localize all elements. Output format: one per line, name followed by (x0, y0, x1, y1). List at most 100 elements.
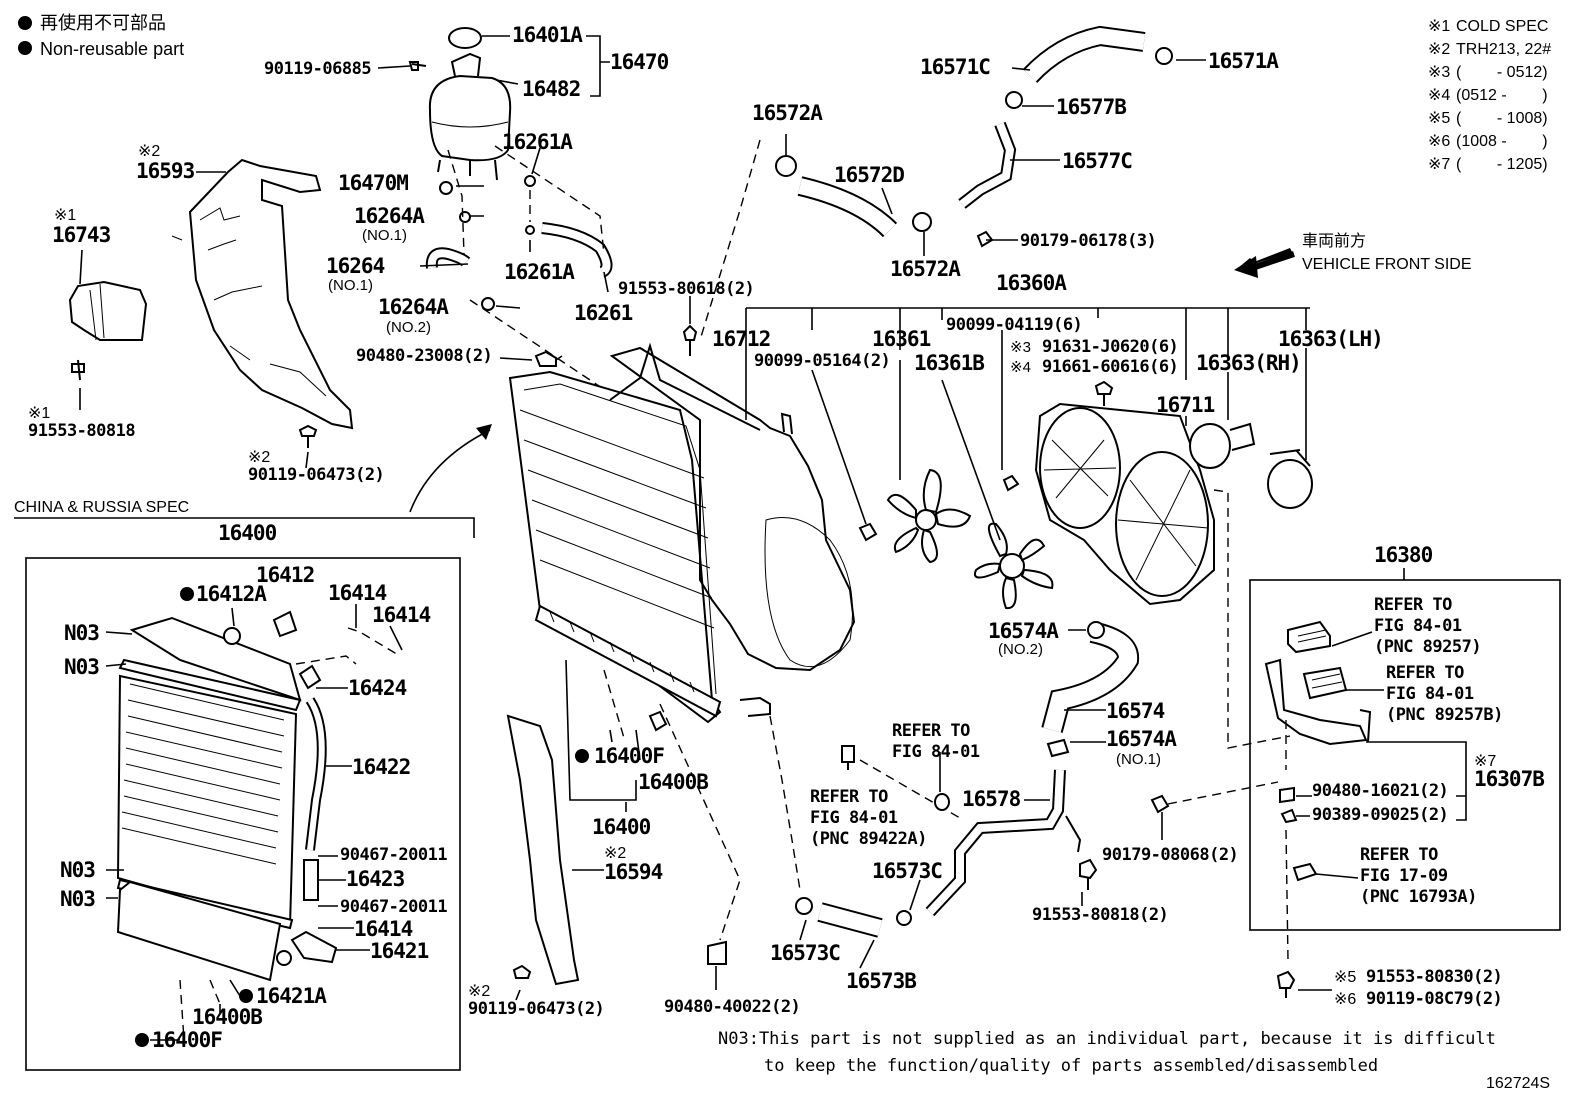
part-label: 16412 (256, 563, 314, 587)
part-label: 16571A (1208, 49, 1279, 73)
reference-label: REFER TO (1374, 595, 1452, 615)
part-label: 16261A (502, 130, 573, 154)
clamp-icon (896, 910, 912, 926)
figure-id: 162724S (1486, 1075, 1550, 1092)
non-reusable-bullet-icon (135, 1033, 149, 1047)
part-label: 90099-04119(6) (946, 315, 1082, 335)
reference-label: REFER TO (810, 787, 888, 807)
part-label: 16400 (218, 521, 277, 545)
spec-mark: ※5 (1334, 969, 1356, 986)
bolt-icon (1094, 380, 1114, 406)
clamp-icon (1155, 47, 1173, 65)
nut-icon (858, 522, 878, 542)
part-label: 16482 (522, 77, 580, 101)
note-mark: ※2 (1428, 41, 1450, 58)
bracket-icon (68, 280, 148, 341)
bullet-icon (18, 41, 32, 55)
reservoir-tank-icon (428, 27, 512, 181)
part-label: 16414 (372, 603, 431, 627)
part-label: 16470M (338, 171, 408, 195)
part-label: 16261A (504, 260, 575, 284)
part-label: 16380 (1374, 543, 1433, 567)
spec-mark: ※2 (138, 143, 160, 160)
part-label: 16424 (348, 676, 407, 700)
part-label: 90467-20011 (340, 845, 447, 865)
sensor-icon (841, 745, 855, 770)
gasket-icon (223, 627, 241, 645)
note-text: ( - 0512) (1456, 64, 1548, 81)
plate-icon (1292, 862, 1318, 882)
part-label: 16572A (890, 257, 961, 281)
footnote-line2: to keep the function/quality of parts as… (764, 1056, 1378, 1076)
note-text: (0512 - ) (1456, 87, 1548, 104)
part-label: 16400B (192, 1005, 262, 1029)
part-label: 91661-60616(6) (1042, 357, 1178, 377)
part-label: 16360A (996, 271, 1067, 295)
part-label: 90179-06178(3) (1020, 231, 1156, 251)
legend-en: Non-reusable part (40, 39, 184, 59)
part-label: 91553-80618(2) (618, 279, 754, 299)
non-reusable-bullet-icon (239, 989, 253, 1003)
reference-label: FIG 84-01 (892, 742, 980, 762)
reference-label: (PNC 89257) (1374, 637, 1481, 657)
drain-cock-icon (290, 930, 338, 964)
part-label: 90119-06473(2) (248, 465, 384, 485)
grommet-icon (1279, 786, 1295, 804)
relay-block-icon (1302, 666, 1348, 700)
nut-icon (1280, 808, 1298, 824)
part-label: 90119-06885 (264, 59, 371, 79)
grommet-icon (534, 350, 557, 367)
note-mark: ※4 (1428, 87, 1450, 104)
part-label: 16573C (770, 941, 840, 965)
part-label: 16421 (370, 939, 429, 963)
part-sub: (NO.2) (998, 641, 1043, 658)
note-mark: ※1 (1428, 18, 1450, 35)
part-label: 90467-20011 (340, 897, 447, 917)
part-label: 90119-06473(2) (468, 999, 604, 1019)
note-text: TRH213, 22# (1456, 41, 1551, 58)
china-russia-spec-box (25, 557, 461, 1071)
part-label: 16414 (328, 581, 387, 605)
part-label: 16578 (962, 787, 1021, 811)
clip-icon (524, 175, 536, 187)
part-label: 16363(LH) (1278, 327, 1383, 351)
part-label: 90099-05164(2) (754, 351, 890, 371)
reference-label: REFER TO (1386, 663, 1464, 683)
reference-label: FIG 17-09 (1360, 866, 1448, 886)
reference-label: FIG 84-01 (810, 808, 898, 828)
part-label: 16264A (378, 295, 449, 319)
gasket-icon (276, 950, 292, 966)
note-text: ( - 1205) (1456, 156, 1548, 173)
arrow-icon (476, 424, 492, 440)
reference-label: FIG 84-01 (1386, 684, 1474, 704)
side-bracket-icon (506, 714, 580, 986)
non-reusable-bullet-icon (180, 587, 194, 601)
part-label: 16593 (136, 159, 195, 183)
spec-mark: ※4 (1010, 359, 1031, 376)
grommet-icon (439, 181, 453, 195)
part-label: N03 (60, 887, 95, 911)
part-label: 16307B (1474, 767, 1544, 791)
part-label: 16712 (712, 327, 770, 351)
clip-icon (481, 297, 495, 311)
part-label: 16264 (326, 254, 385, 278)
part-label: 16573C (872, 859, 942, 883)
fan-motor-icon (1189, 422, 1256, 469)
clamp-icon (912, 212, 932, 232)
part-label: 16711 (1156, 393, 1215, 417)
fan-shroud-icon (1034, 402, 1215, 606)
part-label: 16422 (352, 755, 410, 779)
fan-motor-icon (1267, 449, 1313, 509)
note-text: COLD SPEC (1456, 18, 1548, 35)
part-label: 16577C (1062, 149, 1132, 173)
part-label: 90179-08068(2) (1102, 845, 1238, 865)
part-label: 90480-16021(2) (1312, 781, 1448, 801)
clip-icon (525, 225, 535, 235)
part-label: 16574 (1106, 699, 1165, 723)
part-label: 16423 (346, 867, 405, 891)
note-mark: ※3 (1428, 64, 1450, 81)
part-sub: (NO.1) (362, 227, 407, 244)
spec-notes: ※1 COLD SPEC ※2 TRH213, 22# ※3 ( - 0512)… (1428, 18, 1551, 173)
part-label: 90480-40022(2) (664, 997, 800, 1017)
part-label: 16414 (354, 917, 413, 941)
